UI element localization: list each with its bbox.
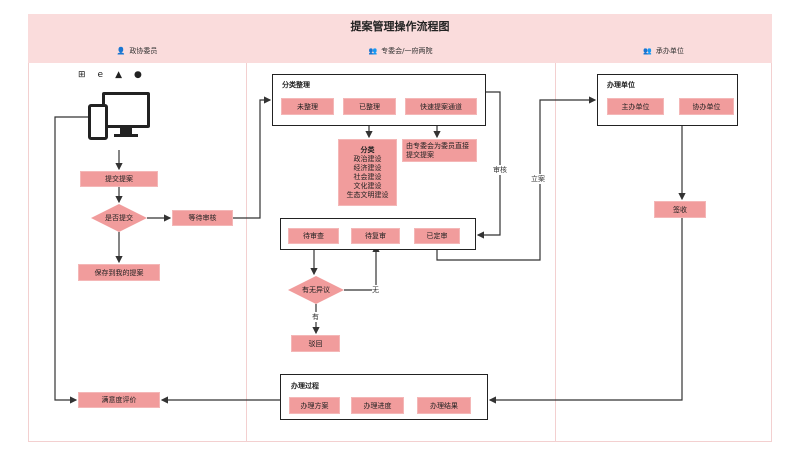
users-icon: 👥 bbox=[643, 47, 652, 55]
lane-header-committee: 👥专委会/一府两院 bbox=[246, 40, 555, 63]
reject-node[interactable]: 驳回 bbox=[291, 335, 340, 352]
platform-icons: ⊞ e ▲ ● bbox=[78, 70, 142, 80]
lane-header-members: 👤政协委员 bbox=[28, 40, 246, 63]
unit-group-label: 办理单位 bbox=[607, 81, 635, 89]
pending-review-node[interactable]: 待审查 bbox=[288, 228, 339, 244]
fast-channel-node[interactable]: 快速提案通道 bbox=[405, 98, 477, 115]
result-node[interactable]: 办理结果 bbox=[417, 397, 471, 414]
pending-rereview-node[interactable]: 待复审 bbox=[351, 228, 400, 244]
submit-decision-node[interactable]: 是否提交 bbox=[91, 204, 147, 232]
objection-decision-node[interactable]: 有无异议 bbox=[288, 276, 344, 304]
save-proposal-node[interactable]: 保存到我的提案 bbox=[78, 264, 160, 281]
wait-review-node[interactable]: 等待审核 bbox=[172, 210, 233, 226]
final-review-node[interactable]: 已定审 bbox=[414, 228, 460, 244]
categories-node: 分类 政治建设 经济建设 社会建设 文化建设 生态文明建设 bbox=[338, 139, 397, 206]
plan-node[interactable]: 办理方案 bbox=[289, 397, 340, 414]
satisfaction-node[interactable]: 满意度评价 bbox=[78, 392, 160, 408]
lead-unit-node[interactable]: 主办单位 bbox=[607, 98, 664, 115]
no-edge-label: 无 bbox=[372, 285, 379, 295]
multi-device-icon bbox=[86, 90, 152, 150]
progress-node[interactable]: 办理进度 bbox=[351, 397, 404, 414]
ie-icon: e bbox=[97, 70, 104, 80]
user-icon: 👤 bbox=[116, 47, 126, 55]
sort-group-label: 分类整理 bbox=[282, 81, 310, 89]
android-icon: ▲ bbox=[115, 70, 123, 80]
yes-edge-label: 有 bbox=[312, 312, 319, 322]
apple-icon: ● bbox=[134, 70, 142, 80]
lane-header-band bbox=[28, 40, 772, 63]
sign-node[interactable]: 签收 bbox=[654, 201, 706, 218]
users-icon: 👥 bbox=[368, 47, 378, 55]
process-group-label: 办理过程 bbox=[291, 382, 319, 390]
assist-unit-node[interactable]: 协办单位 bbox=[679, 98, 734, 115]
lane-divider bbox=[555, 63, 556, 442]
review-edge-label: 审核 bbox=[493, 165, 507, 175]
sorted-node[interactable]: 已整理 bbox=[343, 98, 396, 115]
lane-header-units: 👥承办单位 bbox=[555, 40, 772, 63]
diagram-title: 提案管理操作流程图 bbox=[28, 14, 772, 40]
submit-proposal-node[interactable]: 提交提案 bbox=[80, 171, 158, 187]
lane-divider bbox=[246, 63, 247, 442]
register-edge-label: 立案 bbox=[531, 174, 545, 184]
windows-icon: ⊞ bbox=[78, 70, 86, 80]
unsorted-node[interactable]: 未整理 bbox=[281, 98, 334, 115]
fast-note-node: 由专委会为委员直接提交提案 bbox=[402, 139, 477, 162]
